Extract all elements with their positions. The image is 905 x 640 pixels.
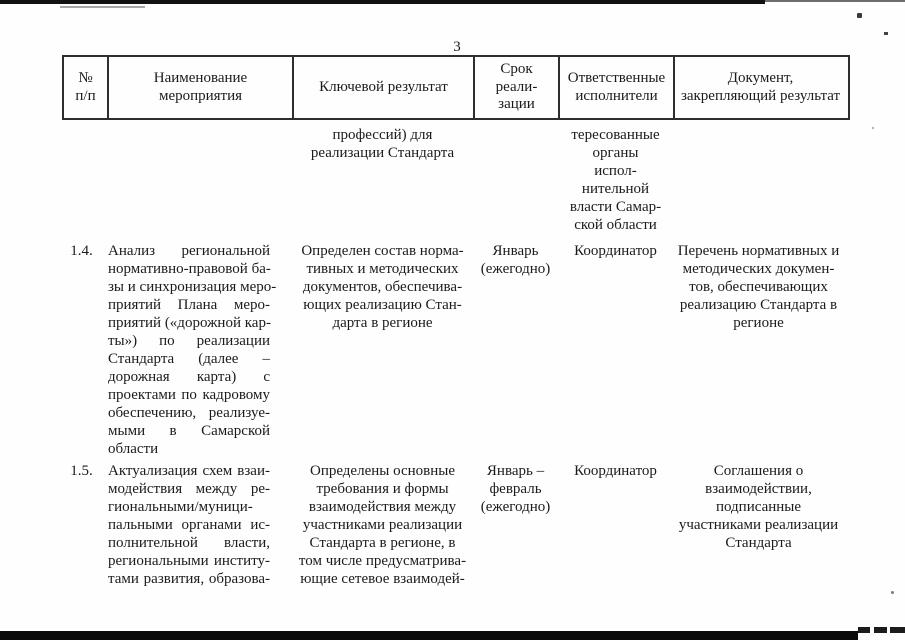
- table-row-1-5: 1.5. Актуализация схем взаи-модействия м…: [62, 462, 850, 588]
- header-key-result: Ключевой результат: [294, 57, 475, 118]
- scan-artifact-top-edge: [60, 6, 145, 8]
- cell-number: 1.4.: [70, 243, 93, 259]
- cell-term: Январь(ежегодно): [480, 243, 551, 277]
- header-document: Документ,закрепляющий результат: [680, 70, 841, 104]
- scan-speck: [857, 13, 862, 18]
- scan-speck: [872, 127, 874, 129]
- cell-number: [62, 126, 107, 234]
- scan-speck: [891, 591, 894, 594]
- cell-term: Январь –февраль(ежегодно): [480, 463, 551, 515]
- scan-artifact-bottom-edge: [858, 627, 870, 633]
- scan-artifact-bottom-edge: [890, 627, 905, 633]
- cell-activity: [107, 126, 292, 234]
- scan-artifact-top-edge: [0, 0, 765, 4]
- cell-key-result: Определен состав норма-тивных и методиче…: [301, 243, 464, 331]
- cell-responsible: Координатор: [574, 243, 657, 259]
- cell-activity: Актуализация схем взаи-модействия между …: [108, 463, 270, 587]
- scan-artifact-top-edge: [765, 0, 905, 2]
- cell-term: [473, 126, 558, 234]
- scan-speck: [884, 32, 888, 35]
- cell-responsible: Координатор: [574, 463, 657, 479]
- scan-artifact-bottom-edge: [874, 627, 887, 633]
- page-number: 3: [453, 39, 461, 55]
- cell-number: 1.5.: [70, 463, 93, 479]
- scan-artifact-bottom-edge: [0, 631, 858, 640]
- cell-document: [673, 126, 844, 234]
